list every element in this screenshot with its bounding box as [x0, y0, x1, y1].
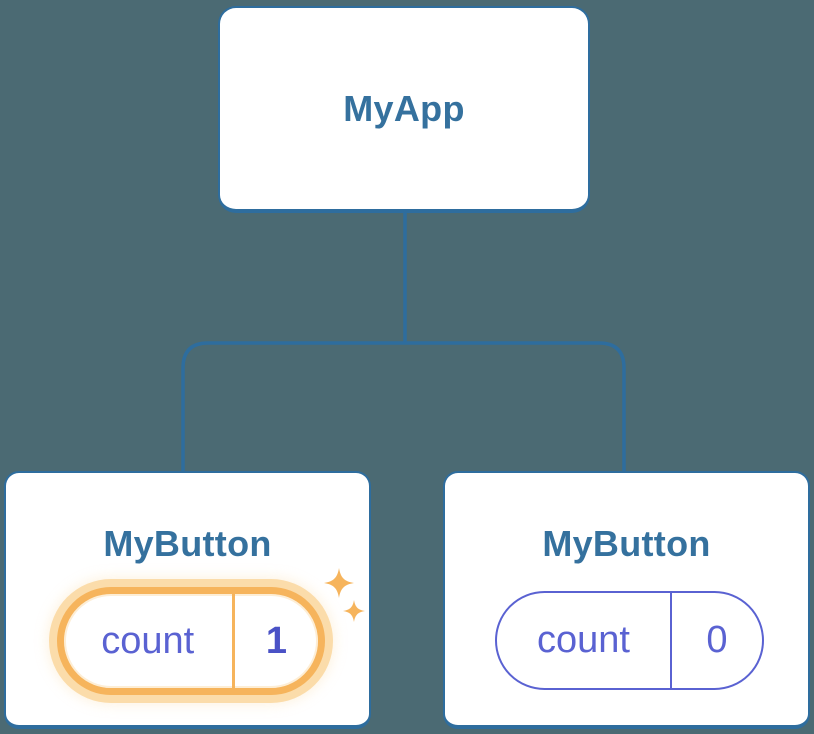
- component-label: MyButton: [542, 523, 711, 564]
- component-node-button-updated: MyButton count 1: [4, 471, 371, 729]
- state-value-label: 1: [265, 619, 288, 662]
- component-label: MyButton: [103, 523, 272, 564]
- state-key-label: count: [537, 619, 630, 661]
- state-pill: count 0: [495, 591, 764, 690]
- state-key-label: count: [101, 619, 195, 662]
- component-node-root: MyApp: [218, 6, 590, 213]
- state-value-label: 0: [706, 619, 728, 661]
- sparkles-icon: [324, 568, 365, 622]
- component-label: MyApp: [343, 87, 465, 129]
- component-node-button-plain: MyButton count 0: [443, 471, 810, 729]
- children-bracket-line: [181, 341, 626, 473]
- state-pill-highlighted: count 1: [57, 587, 325, 695]
- pill-divider: [670, 593, 672, 688]
- pill-divider: [231, 594, 235, 688]
